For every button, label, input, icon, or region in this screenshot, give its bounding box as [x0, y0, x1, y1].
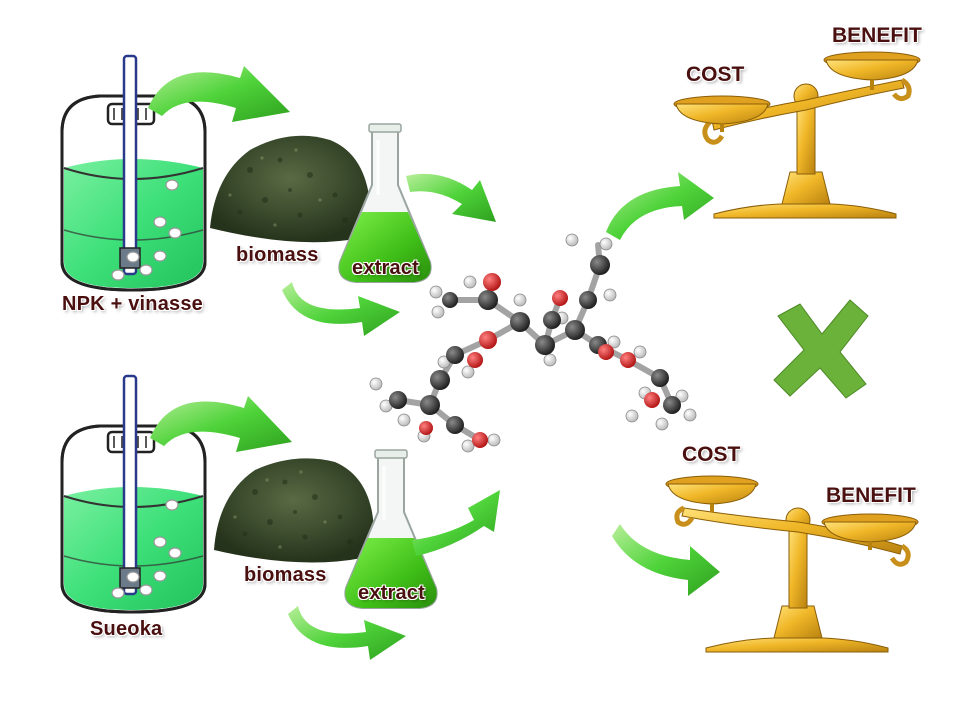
arrow-extract-to-molecule-bottom: [412, 490, 500, 556]
extract-label-bottom: extract: [358, 582, 425, 604]
balance-scale-top: [673, 51, 921, 219]
arrow-biomass-to-extract-bottom: [288, 606, 406, 660]
reactor-bottom: [60, 374, 207, 614]
extract-label-top: extract: [352, 257, 419, 279]
bubbles: [111, 179, 182, 281]
reactor-label-top: NPK + vinasse: [62, 293, 204, 315]
balance-scale-bottom: [665, 475, 919, 653]
biomass-pile-top: [210, 135, 371, 243]
molecule-structure: [369, 233, 697, 453]
bubbles: [111, 499, 182, 599]
arrows: [148, 66, 720, 660]
benefit-label-top: BENEFIT: [832, 24, 922, 47]
flask-bottom: [344, 449, 438, 609]
arrow-biomass-to-extract-top: [282, 282, 400, 336]
arrow-molecule-to-scale-top: [606, 172, 714, 240]
reactor-top: [60, 54, 207, 292]
arrow-reactor-to-biomass-bottom: [150, 396, 292, 452]
flask-top: [338, 123, 432, 283]
biomass-label-bottom: biomass: [244, 564, 327, 586]
cross-mark-icon: [773, 299, 869, 399]
cost-label-bottom: COST: [682, 443, 741, 466]
biomass-label-top: biomass: [236, 244, 319, 266]
arrow-reactor-to-biomass-top: [148, 66, 290, 122]
reactor-label-bottom: Sueoka: [90, 618, 163, 640]
arrow-extract-to-molecule-top: [406, 173, 496, 222]
biomass-pile-bottom: [214, 458, 374, 563]
arrow-molecule-to-scale-bottom: [612, 524, 720, 596]
benefit-label-bottom: BENEFIT: [826, 484, 916, 507]
cost-label-top: COST: [686, 63, 745, 86]
